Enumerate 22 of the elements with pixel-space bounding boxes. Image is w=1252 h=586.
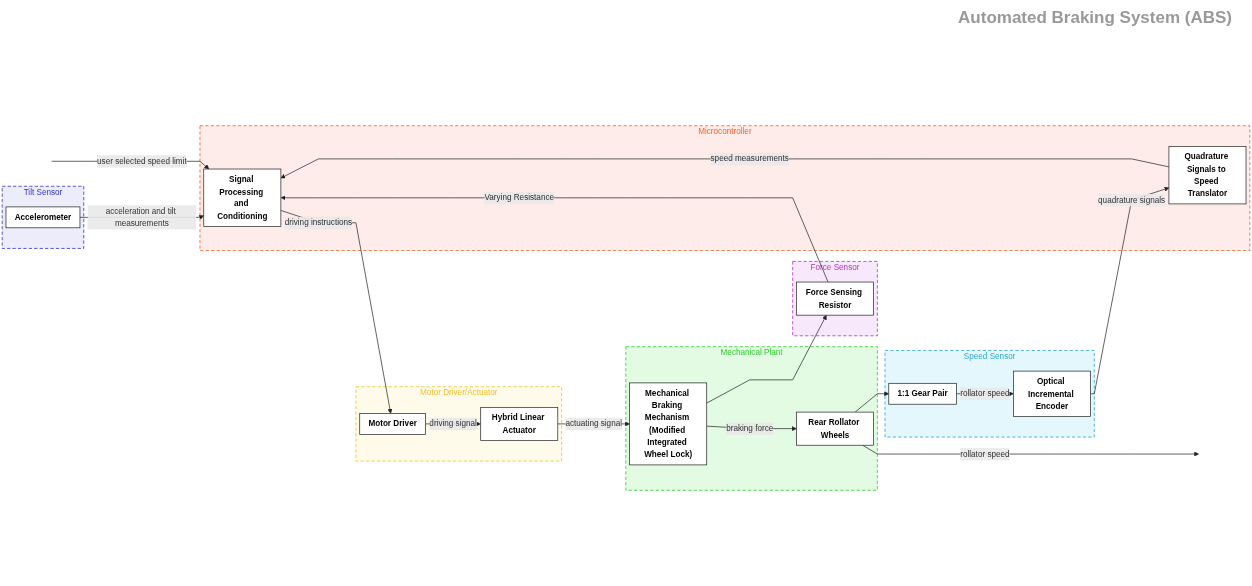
edge-label: driving instructions <box>284 217 353 227</box>
edge-label: user selected speed limit <box>97 156 187 166</box>
node-box: Quadrature Signals to Speed Translator <box>1168 146 1247 205</box>
node-box: Motor Driver <box>359 413 426 435</box>
node-box: Signal Processing and Conditioning <box>203 168 282 227</box>
node-box: Optical Incremental Encoder <box>1013 370 1091 417</box>
edge-label: rollator speed <box>960 449 1010 459</box>
edge-label: acceleration and tilt measurements <box>105 206 176 228</box>
edge-label: rollator speed <box>960 388 1010 398</box>
node-box: Hybrid Linear Actuator <box>480 407 559 441</box>
diagram-title: Automated Braking System (ABS) <box>958 8 1232 28</box>
node-box: Mechanical Braking Mechanism (Modified Integrated Wheel Lock) <box>629 382 708 466</box>
node-box: Accelerometer <box>5 206 81 229</box>
edge-label: driving signal <box>429 418 477 429</box>
edge-label: braking force <box>726 423 774 433</box>
edge-label: Varying Resistance <box>484 192 555 203</box>
node-box: Rear Rollator Wheels <box>796 411 874 446</box>
node-box: 1:1 Gear Pair <box>888 382 957 405</box>
edge-label: quadrature signals <box>1098 195 1166 205</box>
node-box: Force Sensing Resistor <box>796 281 874 316</box>
edge-label: actuating signal <box>565 418 623 429</box>
edge-label: speed measurements <box>710 153 789 164</box>
